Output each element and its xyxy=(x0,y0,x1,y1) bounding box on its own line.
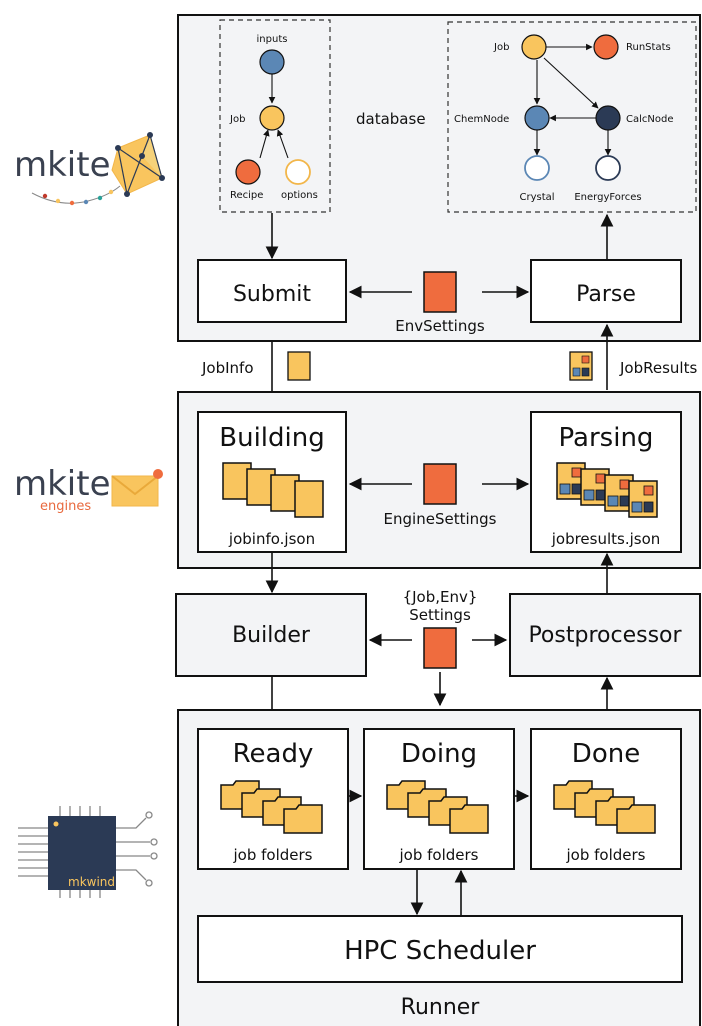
submit-label: Submit xyxy=(233,282,311,307)
done-folders-label: job folders xyxy=(566,846,646,864)
engines-logo-subtext: engines xyxy=(40,499,91,514)
database-graph-box xyxy=(447,21,697,213)
recipe-node xyxy=(235,159,261,185)
runstats-node xyxy=(593,34,619,60)
ready-folders-label: job folders xyxy=(233,846,313,864)
mkwind-logo-text: mkwind xyxy=(68,875,115,889)
runner-label: Runner xyxy=(401,995,481,1020)
node-label-crystal: Crystal xyxy=(519,192,554,203)
database-label: database xyxy=(356,110,426,128)
node-label-options: options xyxy=(281,190,318,201)
engine-settings-icon xyxy=(423,463,457,505)
hpc-scheduler-box xyxy=(197,915,683,983)
job-graph: inputs Job Recipe options xyxy=(229,34,318,201)
options-node xyxy=(285,159,311,185)
mkite-logo: mkite xyxy=(14,132,165,206)
jobinfo-json-label: jobinfo.json xyxy=(228,530,315,548)
job-graph-box xyxy=(219,19,331,213)
node-label-energyforces: EnergyForces xyxy=(574,192,641,203)
builder-box xyxy=(175,593,367,677)
node-label-inputs: inputs xyxy=(257,34,288,45)
job-node xyxy=(259,105,285,131)
calcnode-node xyxy=(595,105,621,131)
hpc-scheduler-label: HPC Scheduler xyxy=(344,936,536,966)
job-env-settings-icon xyxy=(423,627,457,669)
parse-label: Parse xyxy=(576,282,636,307)
node-label-calcnode: CalcNode xyxy=(626,114,674,125)
envelope-icon xyxy=(111,469,163,507)
chemnode-node xyxy=(524,105,550,131)
builder-label: Builder xyxy=(232,623,311,648)
done-label: Done xyxy=(572,739,640,769)
ready-label: Ready xyxy=(233,739,314,769)
inputs-node xyxy=(259,49,285,75)
energyforces-node xyxy=(595,155,621,181)
crystal-node xyxy=(524,155,550,181)
engines-logo-text: mkite xyxy=(14,464,111,504)
job-info-label: JobInfo xyxy=(201,359,254,377)
submit-box xyxy=(197,259,347,323)
database-graph: Job RunStats ChemNode CalcNode Crystal E… xyxy=(454,34,674,203)
node-label-chemnode: ChemNode xyxy=(454,114,509,125)
node-label-recipe: Recipe xyxy=(230,190,263,201)
node-label-db-job: Job xyxy=(493,42,509,53)
doing-folders-label: job folders xyxy=(399,846,479,864)
engine-settings-label: EngineSettings xyxy=(384,510,497,528)
job-env-label-line2: Settings xyxy=(409,606,471,624)
parse-box xyxy=(530,259,682,323)
jobresults-json-label: jobresults.json xyxy=(551,530,661,548)
env-settings-icon xyxy=(423,271,457,313)
postprocessor-box xyxy=(509,593,701,677)
mkite-logo-text: mkite xyxy=(14,145,111,185)
doing-label: Doing xyxy=(401,739,477,769)
mkwind-chip-logo: mkwind xyxy=(18,806,158,898)
parsing-label: Parsing xyxy=(559,423,654,453)
kite-icon xyxy=(31,132,165,206)
mkite-engines-logo: mkite engines xyxy=(14,464,163,514)
env-settings-label: EnvSettings xyxy=(395,317,485,335)
node-label-job: Job xyxy=(229,114,245,125)
building-label: Building xyxy=(219,423,324,453)
postprocessor-label: Postprocessor xyxy=(528,623,682,648)
job-results-icon xyxy=(569,351,593,381)
job-env-label-line1: {Job,Env} xyxy=(403,588,478,606)
job-info-icon xyxy=(287,351,311,381)
job-results-label: JobResults xyxy=(619,359,697,377)
node-label-runstats: RunStats xyxy=(626,42,671,53)
db-job-node xyxy=(521,34,547,60)
